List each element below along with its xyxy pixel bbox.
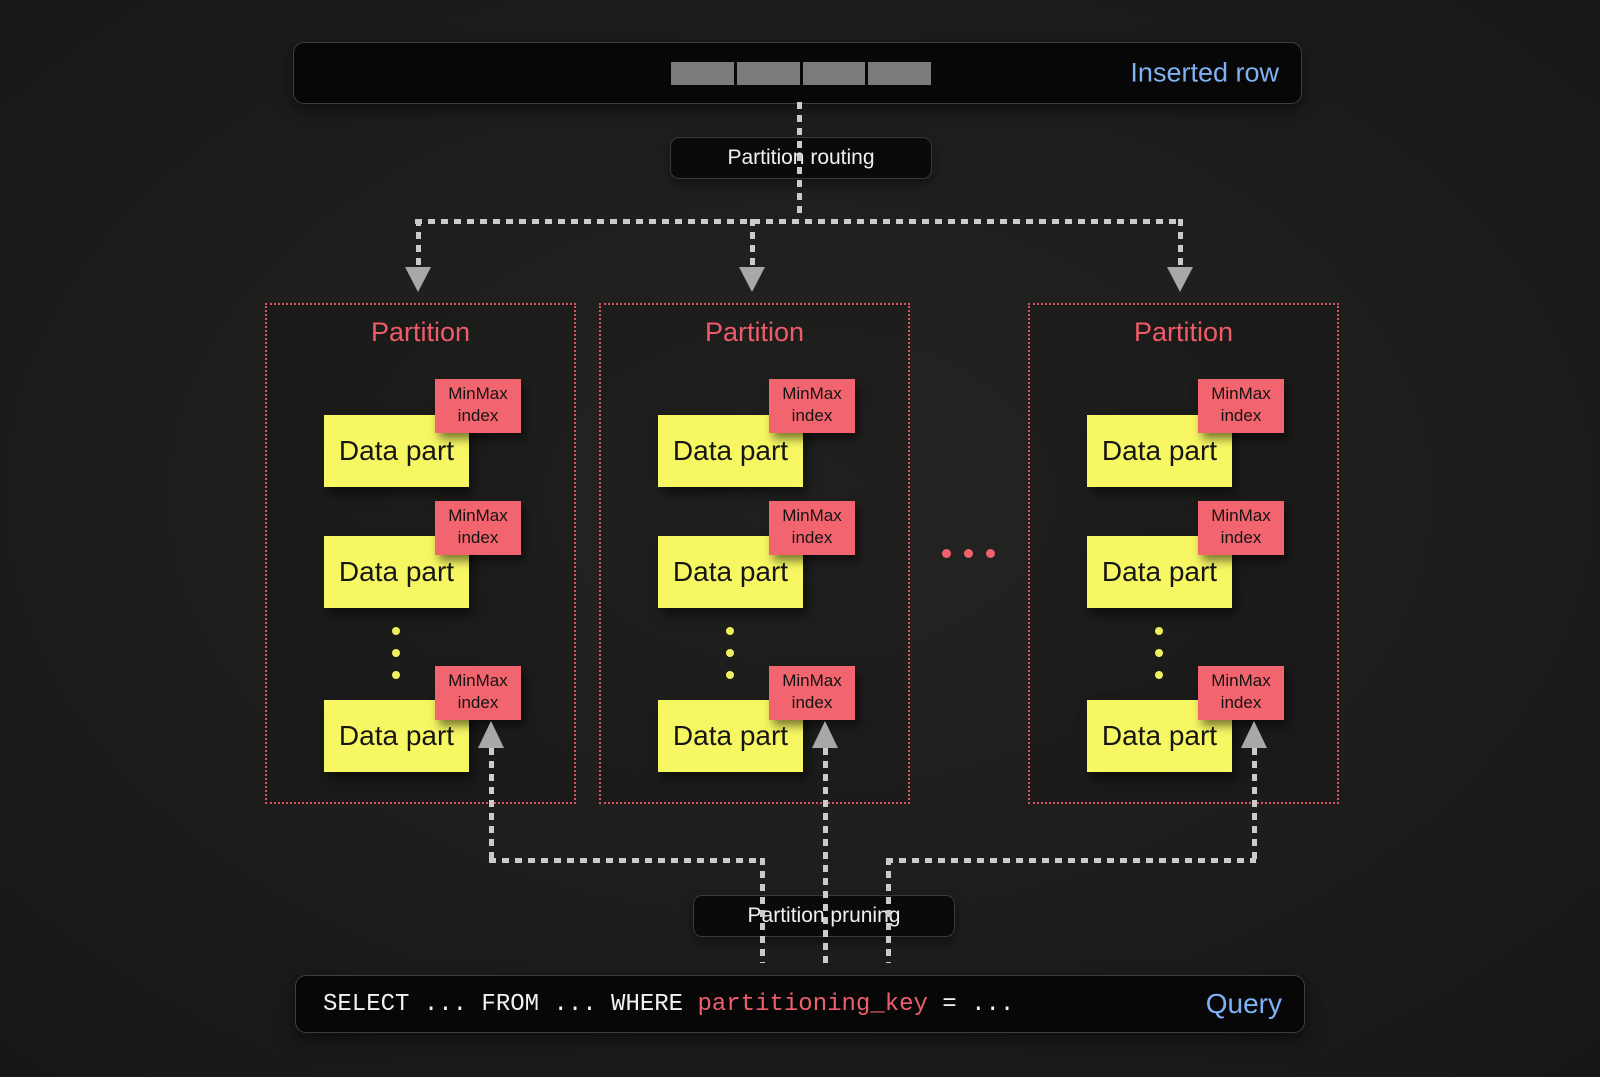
partition-title: Partition: [370, 317, 471, 347]
partition-box-2: Partition MinMax index Data part MinMax …: [599, 303, 910, 804]
partition-box-1: Partition MinMax index Data part MinMax …: [265, 303, 576, 804]
vertical-ellipsis-icon: [392, 627, 400, 693]
vertical-ellipsis-icon: [726, 627, 734, 693]
sql-prefix: SELECT ... FROM ... WHERE: [323, 990, 698, 1018]
row-segment: [736, 62, 800, 85]
minmax-index-tag: MinMax index: [1198, 666, 1284, 720]
query-box: SELECT ... FROM ... WHERE partitioning_k…: [295, 975, 1305, 1033]
pruning-line-p3-vertical: [1252, 748, 1257, 863]
partition-box-3: Partition MinMax index Data part MinMax …: [1028, 303, 1339, 804]
minmax-index-tag: MinMax index: [435, 501, 521, 555]
routing-flow-line: [797, 102, 802, 219]
inserted-row-label: Inserted row: [1130, 57, 1279, 88]
arrow-down-icon: [1167, 267, 1193, 292]
branch-drop-line-2: [750, 219, 755, 269]
pruning-line-left-horizontal: [489, 858, 765, 863]
query-label: Query: [1205, 988, 1282, 1019]
branch-drop-line-1: [416, 219, 421, 269]
minmax-index-tag: MinMax index: [769, 501, 855, 555]
partition-title: Partition: [1133, 317, 1234, 347]
minmax-index-tag: MinMax index: [1198, 501, 1284, 555]
inserted-row-segments: [671, 62, 931, 85]
branch-drop-line-3: [1178, 219, 1183, 269]
pruning-line-left-drop: [760, 858, 765, 963]
vertical-ellipsis-icon: [1155, 627, 1163, 693]
arrow-up-icon: [1241, 721, 1267, 748]
arrow-down-icon: [739, 267, 765, 292]
pruning-line-right-drop: [886, 858, 891, 963]
sql-partitioning-key: partitioning_key: [697, 990, 928, 1018]
data-part-box: Data part: [324, 415, 469, 487]
branch-line: [415, 219, 1183, 224]
sql-suffix: = ...: [927, 990, 1015, 1018]
pruning-line-p1-vertical: [489, 748, 494, 863]
inserted-row-box: Inserted row: [293, 42, 1302, 104]
data-part-box: Data part: [324, 536, 469, 608]
pruning-line-p2-vertical: [823, 748, 828, 963]
minmax-index-tag: MinMax index: [769, 666, 855, 720]
arrow-down-icon: [405, 267, 431, 292]
minmax-index-tag: MinMax index: [769, 379, 855, 433]
row-segment: [671, 62, 734, 85]
arrow-up-icon: [478, 721, 504, 748]
row-segment: [802, 62, 866, 85]
row-segment: [868, 62, 931, 85]
minmax-index-tag: MinMax index: [1198, 379, 1284, 433]
minmax-index-tag: MinMax index: [435, 379, 521, 433]
arrow-up-icon: [812, 721, 838, 748]
partition-title: Partition: [704, 317, 805, 347]
pruning-line-right-horizontal: [886, 858, 1256, 863]
minmax-index-tag: MinMax index: [435, 666, 521, 720]
query-sql: SELECT ... FROM ... WHERE partitioning_k…: [323, 991, 1014, 1018]
